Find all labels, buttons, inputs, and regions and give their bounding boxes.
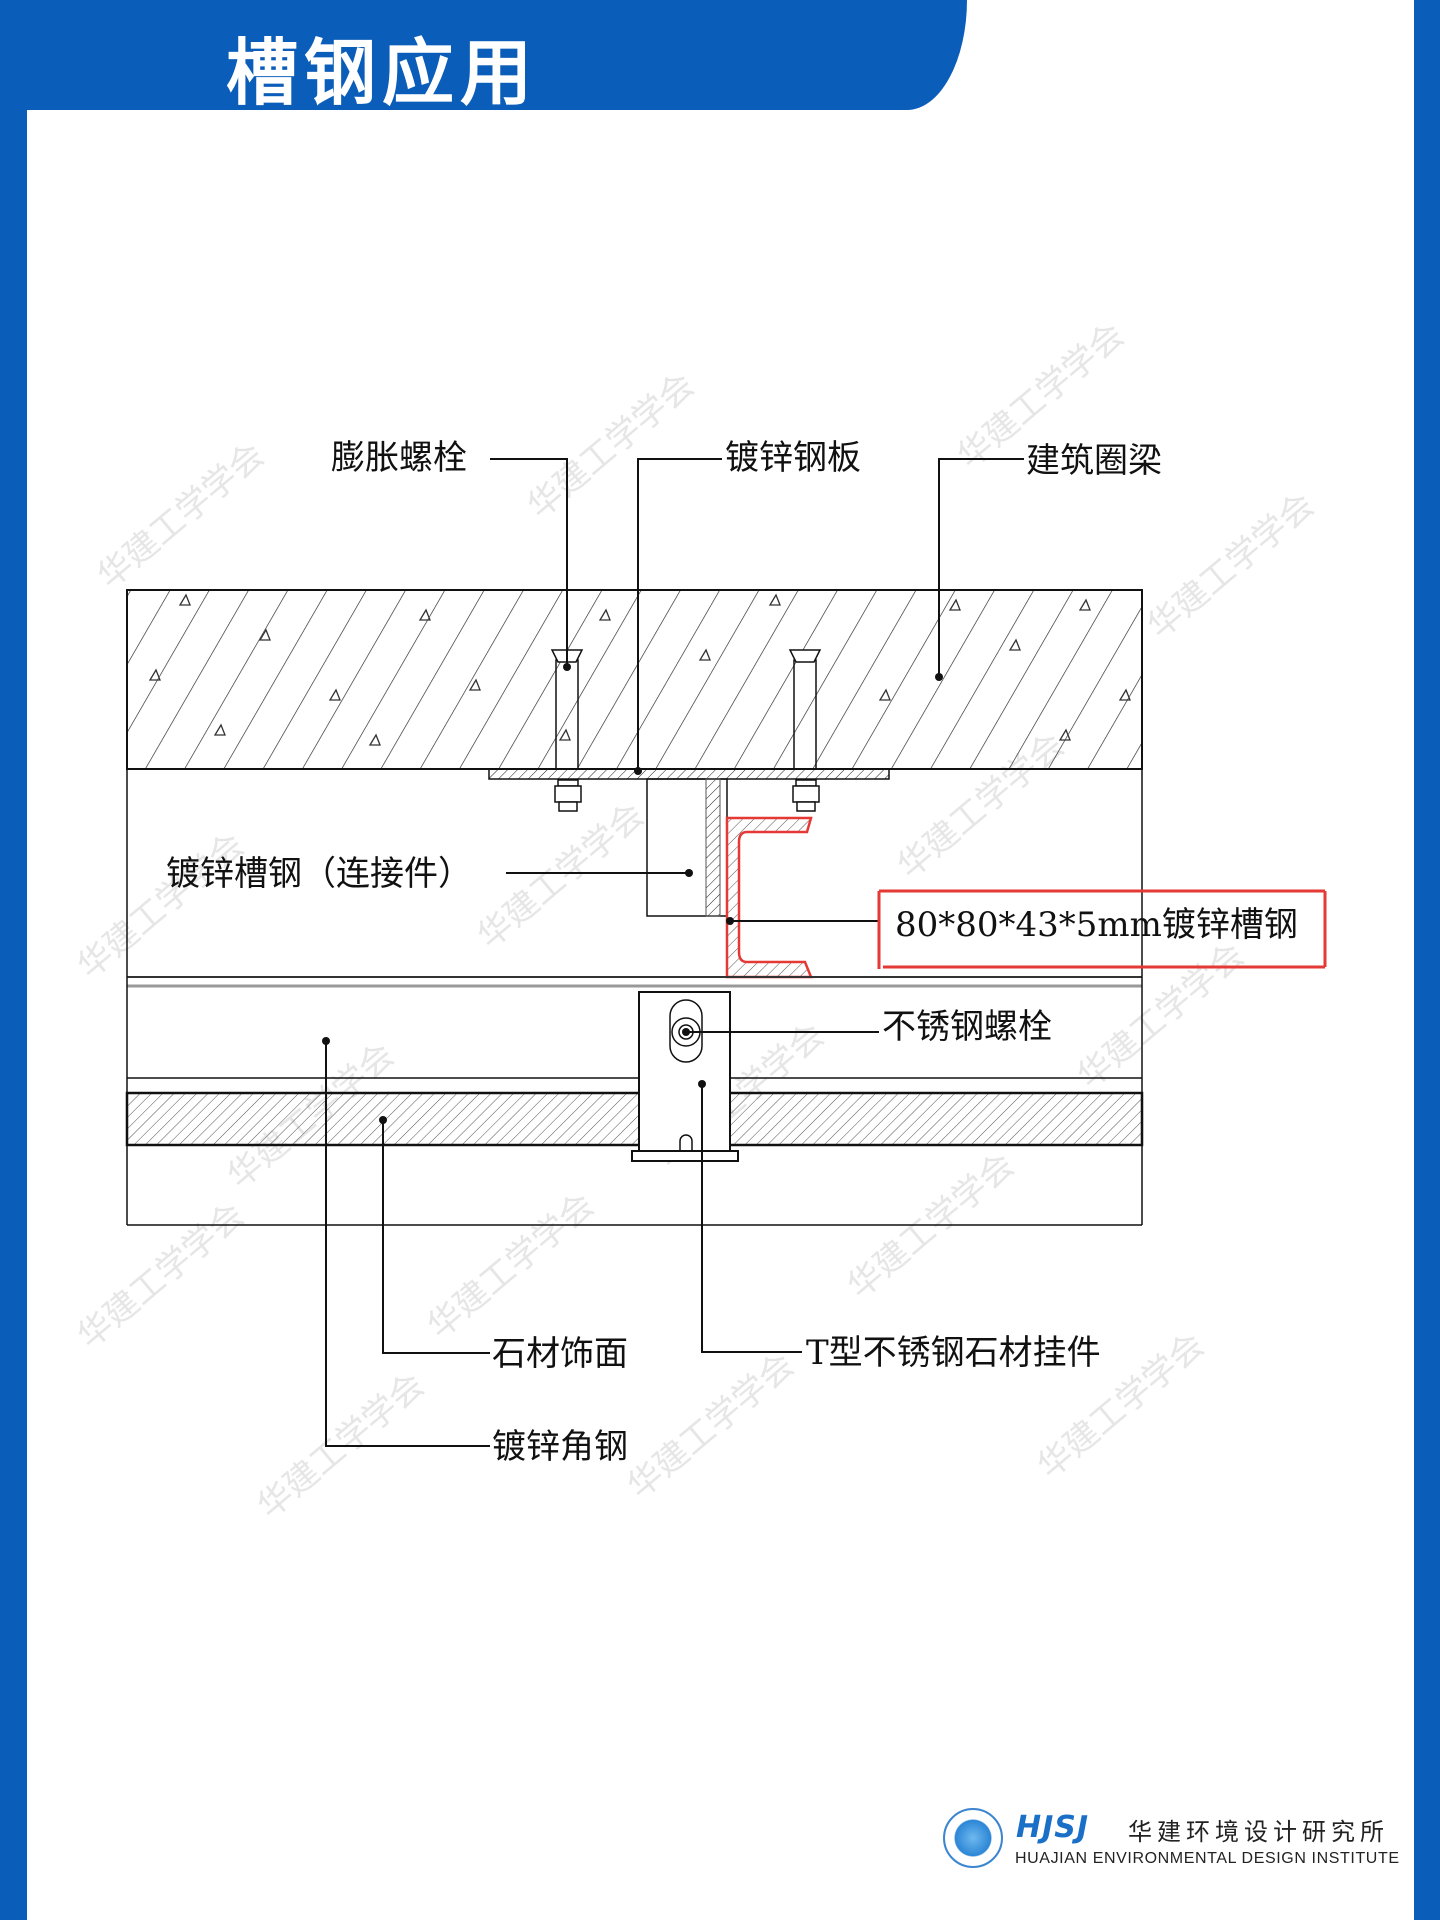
label-stainless-bolt: 不锈钢螺栓 bbox=[882, 1007, 1052, 1047]
institute-logo: HJSJ 华建环境设计研究所 HUAJIAN ENVIRONMENTAL DES… bbox=[943, 1806, 1399, 1874]
svg-text:华建工学学会: 华建工学学会 bbox=[520, 365, 702, 527]
logo-brand: HJSJ bbox=[1016, 1810, 1090, 1845]
logo-name-en: HUAJIAN ENVIRONMENTAL DESIGN INSTITUTE bbox=[1015, 1850, 1400, 1867]
t-bracket-base bbox=[631, 1150, 739, 1162]
logo-name-cn: 华建环境设计研究所 bbox=[1128, 1818, 1389, 1846]
t-bracket bbox=[638, 991, 731, 1152]
svg-text:华建工学学会: 华建工学学会 bbox=[1070, 935, 1252, 1097]
right-border-bar bbox=[1414, 0, 1440, 1920]
svg-text:华建工学学会: 华建工学学会 bbox=[1140, 485, 1322, 647]
header-banner: 槽钢应用 bbox=[0, 0, 967, 115]
aggregate-marks bbox=[148, 593, 1131, 746]
svg-text:华建工学学会: 华建工学学会 bbox=[470, 795, 652, 957]
svg-text:华建工学学会: 华建工学学会 bbox=[840, 1145, 1022, 1307]
label-angle-steel: 镀锌角钢 bbox=[492, 1427, 628, 1467]
galvanized-steel-plate bbox=[488, 768, 890, 780]
seal-icon bbox=[943, 1808, 1003, 1868]
label-expansion-bolt: 膨胀螺栓 bbox=[331, 438, 467, 478]
left-border-bar bbox=[0, 0, 27, 1920]
leader-lines bbox=[325, 458, 1024, 1447]
stone-facing-band bbox=[125, 1091, 1144, 1147]
concrete-ring-beam bbox=[126, 589, 1143, 770]
leader-dots bbox=[322, 663, 943, 1124]
connector-weld bbox=[705, 778, 721, 917]
svg-text:华建工学学会: 华建工学学会 bbox=[90, 435, 272, 597]
svg-text:华建工学学会: 华建工学学会 bbox=[70, 1195, 252, 1357]
label-channel-spec: 80*80*43*5mm镀锌槽钢 bbox=[895, 905, 1298, 945]
page-title: 槽钢应用 bbox=[226, 31, 539, 115]
expansion-bolt-right bbox=[788, 649, 822, 812]
highlight-box bbox=[877, 889, 1327, 969]
c-channel-steel bbox=[725, 816, 813, 979]
label-t-hanger: T型不锈钢石材挂件 bbox=[806, 1333, 1101, 1373]
svg-text:华建工学学会: 华建工学学会 bbox=[620, 1345, 802, 1507]
label-channel-connector: 镀锌槽钢（连接件） bbox=[166, 854, 472, 894]
svg-text:华建工学学会: 华建工学学会 bbox=[70, 825, 252, 987]
svg-text:华建工学学会: 华建工学学会 bbox=[420, 1185, 602, 1347]
label-galvanized-plate: 镀锌钢板 bbox=[725, 438, 861, 478]
label-ring-beam: 建筑圈梁 bbox=[1026, 441, 1162, 481]
label-stone-facing: 石材饰面 bbox=[492, 1334, 628, 1374]
